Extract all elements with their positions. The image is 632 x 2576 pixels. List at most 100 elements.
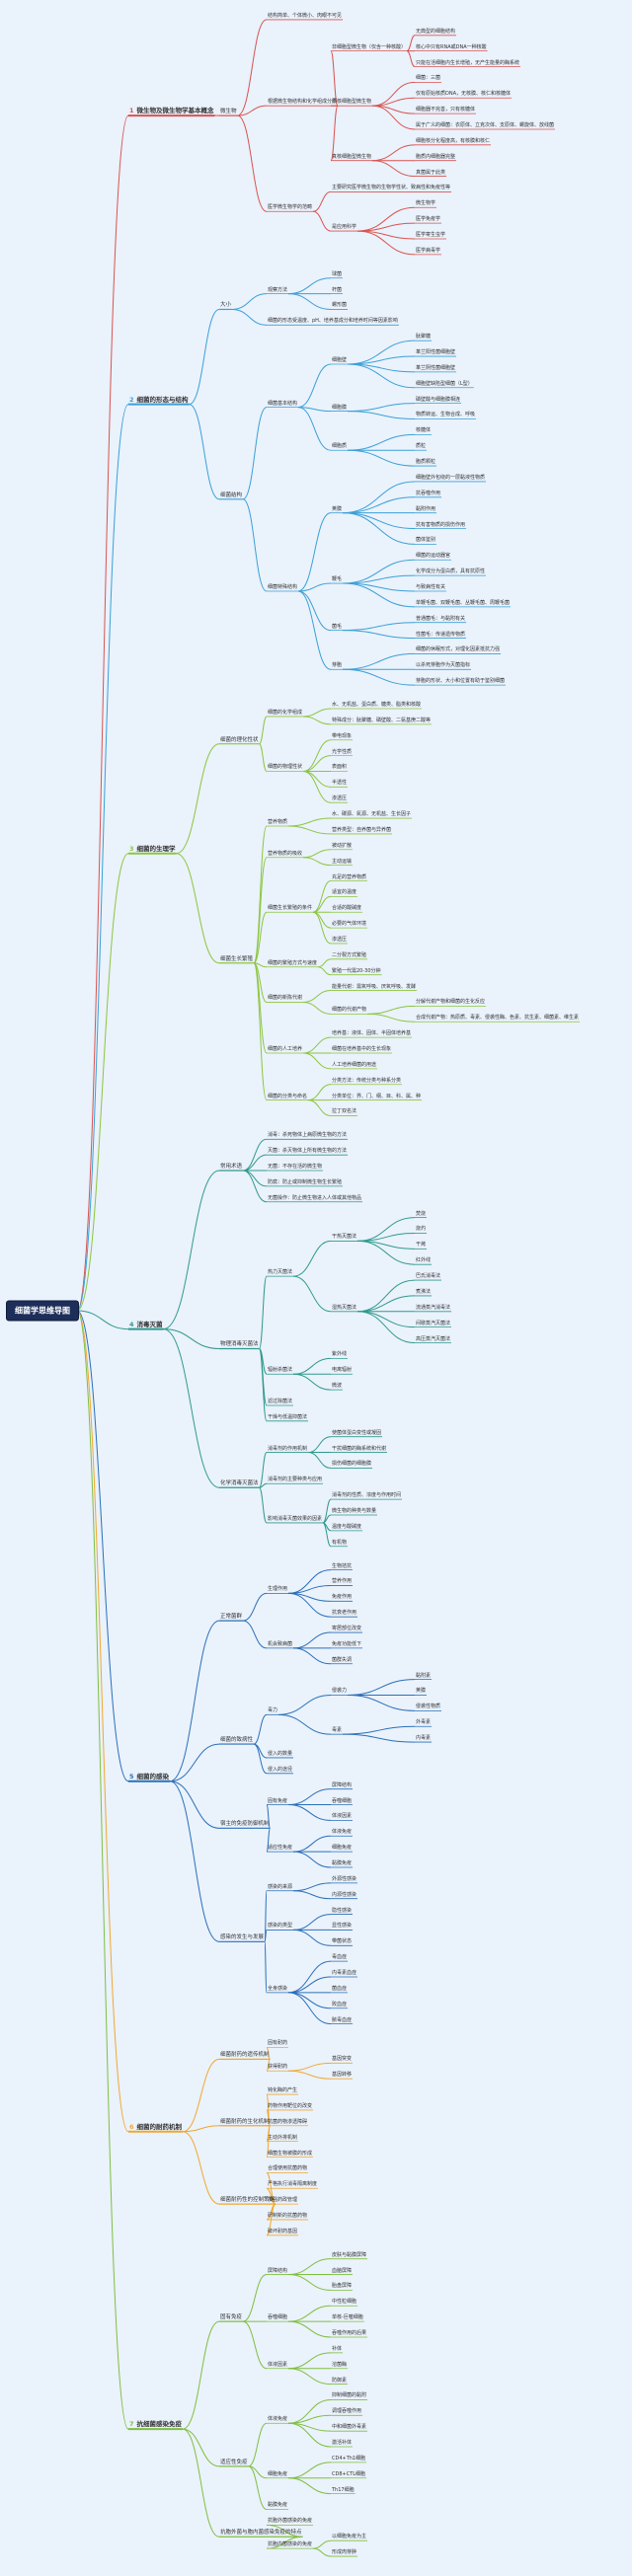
leaf-node: 毒血症: [332, 1954, 348, 1961]
connector-line: [259, 743, 268, 772]
topic-node: 热力灭菌法: [268, 1269, 293, 1276]
leaf-node: 生物拮抗: [332, 1562, 353, 1569]
connector-line: [303, 1001, 332, 1015]
topic-node: 细菌的代谢产物: [332, 1007, 367, 1014]
leaf-node: 温度与酸碱度: [332, 1523, 362, 1530]
connector-line: [266, 1804, 272, 1829]
leaf-node: 抗衰老作用: [332, 1610, 357, 1617]
leaf-node: 内毒素血症: [332, 1970, 357, 1977]
connector-line: [253, 911, 268, 964]
connector-line: [343, 512, 416, 530]
leaf-node: 属于广义的细菌：衣原体、立克次体、支原体、螺旋体、放线菌: [416, 121, 555, 128]
leaf-node: 寄居部位改变: [332, 1626, 362, 1632]
branch-label: 消毒灭菌: [136, 1320, 163, 1328]
topic-node: 营养物质: [268, 818, 288, 825]
leaf-node: 无典型的细胞结构: [416, 28, 456, 35]
leaf-node: 形成肉芽肿: [332, 2549, 357, 2556]
leaf-node: 隐性感染: [332, 1907, 353, 1914]
connector-line: [170, 1743, 220, 1782]
topic-node: 常用术语: [220, 1164, 243, 1171]
leaf-node: 拉丁双名法: [332, 1108, 357, 1115]
leaf-node: 革兰阴性菌细胞壁: [416, 364, 456, 371]
connector-line: [312, 190, 332, 212]
connector-line: [266, 2203, 276, 2236]
branch-number: 5: [129, 1772, 134, 1780]
leaf-node: 微波: [332, 1383, 343, 1390]
leaf-node: 医学免疫学: [416, 216, 441, 223]
leaf-node: 细胞器不完善，只有核糖体: [416, 107, 476, 114]
connector-line: [303, 708, 332, 718]
leaf-node: 充足的营养物质: [332, 873, 367, 880]
leaf-node: 菌群失调: [332, 1656, 353, 1663]
connector-line: [307, 1436, 332, 1454]
connector-line: [293, 1914, 332, 1931]
leaf-node: 二分裂方式繁殖: [332, 951, 367, 958]
leaf-node: 侵入的途径: [268, 1766, 293, 1773]
topic-node: 细菌耐药性的控制策略: [220, 2197, 276, 2204]
leaf-node: 特殊成分：肽聚糖、磷壁酸、二氨基庚二酸等: [332, 717, 432, 723]
topic-node: 干热灭菌法: [332, 1234, 357, 1241]
leaf-node: 皮肤与黏膜屏障: [332, 2251, 367, 2258]
leaf-node: 内毒素: [416, 1735, 432, 1742]
connector-line: [170, 1780, 220, 1829]
connector-line: [293, 1835, 332, 1853]
topic-node: 原核细胞型微生物: [332, 99, 372, 106]
connector-line: [248, 2422, 268, 2467]
connector-line: [357, 1295, 416, 1313]
topic-node: 微生物: [220, 109, 237, 115]
topic-node: 细胞免疫: [268, 2470, 288, 2477]
connector-line: [169, 1620, 220, 1782]
connector-line: [303, 990, 332, 1003]
leaf-node: 体液免疫: [332, 1829, 353, 1836]
connector-line: [264, 1940, 268, 1994]
connector-line: [288, 1592, 332, 1618]
connector-line: [303, 857, 332, 867]
connector-line: [288, 1804, 332, 1821]
leaf-node: 主要研究医学微生物的生物学性状、致病性和免疫性等: [332, 185, 451, 191]
leaf-node: 普通菌毛：与黏附有关: [416, 615, 466, 622]
leaf-node: 调理吞噬作用: [332, 2408, 362, 2415]
leaf-node: 中和细菌外毒素: [332, 2424, 367, 2431]
leaf-node: 煮沸法: [416, 1288, 432, 1295]
leaf-node: 合理使用抗菌药物: [268, 2165, 308, 2172]
connector-line: [348, 449, 416, 467]
connector-line: [266, 2125, 272, 2159]
connector-line: [287, 1992, 332, 2025]
connector-line: [232, 308, 268, 326]
leaf-node: 间歇蒸汽灭菌法: [416, 1320, 451, 1326]
leaf-node: 合适的酸碱度: [332, 905, 362, 912]
leaf-node: 革兰阳性菌细胞壁: [416, 349, 456, 356]
connector-line: [298, 582, 332, 592]
connector-line: [293, 1851, 332, 1868]
leaf-node: 抑制细菌的黏附: [332, 2392, 367, 2399]
topic-node: 获得耐药: [268, 2064, 288, 2071]
connector-line: [288, 2062, 332, 2072]
topic-node: 适应性免疫: [268, 1845, 293, 1852]
connector-line: [288, 2258, 332, 2276]
leaf-node: 分类方法：传统分类与种系分类: [332, 1077, 402, 1084]
branch-label: 细菌的感染: [136, 1772, 170, 1780]
topic-node: 细胞壁: [332, 356, 348, 363]
topic-node: 固有免疫: [220, 2314, 243, 2321]
leaf-node: 渗透压: [332, 936, 348, 943]
leaf-node: 繁殖一代需20-30分钟: [332, 967, 381, 974]
connector-line: [176, 743, 220, 855]
connector-line: [297, 407, 332, 451]
topic-node: 屏障结构: [268, 2267, 288, 2274]
topic-node: 体液因素: [268, 2361, 288, 2368]
topic-node: 观察方法: [268, 286, 288, 293]
topic-node: 辐射杀菌法: [268, 1367, 293, 1374]
connector-line: [302, 739, 332, 772]
topic-node: 影响消毒灭菌效果的因素: [268, 1515, 323, 1522]
connector-line: [343, 1725, 416, 1735]
connector-line: [288, 817, 332, 827]
leaf-node: 带电现象: [332, 732, 353, 739]
connector-line: [253, 1713, 268, 1745]
leaf-node: 主动外排机制: [268, 2134, 298, 2141]
connector-line: [183, 2125, 220, 2133]
leaf-node: 免疫作用: [332, 1594, 353, 1601]
connector-line: [169, 1780, 220, 1942]
leaf-node: 性菌毛：传递遗传物质: [416, 631, 466, 638]
